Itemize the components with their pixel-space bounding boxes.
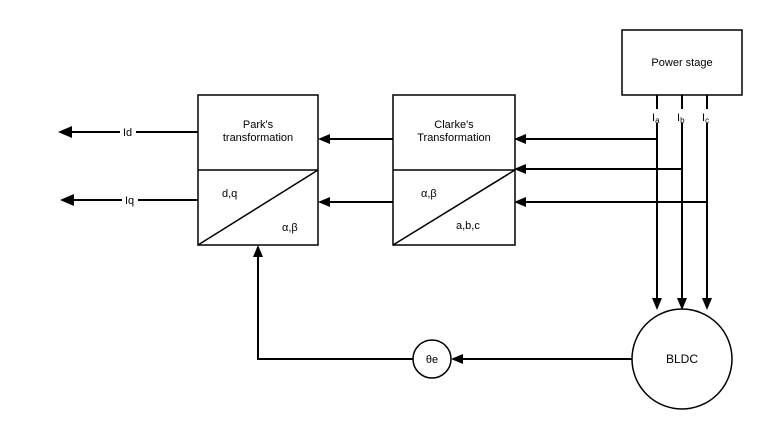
id-arrowhead [58,126,72,138]
beta-arrowhead [318,197,330,207]
bldc-to-theta-arrowhead [451,354,463,364]
theta-to-park-arrowhead [253,245,263,257]
ia-label: Ia [652,112,660,125]
clarke-block-diagonal [392,169,516,246]
ib-label-bg [675,109,689,123]
bldc-label: BLDC [666,352,698,366]
theta-feedback-wires [253,245,632,364]
id-label: Id [123,127,132,139]
ic-tap-arrowhead [514,197,526,207]
ic-label-bg [700,109,714,123]
clarke-to-park-wires [318,134,393,207]
park-block-diagonal [197,169,319,246]
power-stage-label: Power stage [651,57,712,69]
iq-label: Iq [125,195,134,207]
clarke-title-line1: Clarke's [434,119,474,131]
ic-label: Ic [702,112,709,125]
park-transformation-block: Park's transformation d,q α,β [197,94,319,246]
ic-arrowhead [702,298,712,310]
ia-tap-arrowhead [514,134,526,144]
ib-tap-arrowhead [514,164,526,174]
park-output-label: d,q [222,188,237,200]
id-label-bg [120,125,136,139]
theta-to-park-wire [257,257,413,360]
ib-label: Ib [677,112,685,125]
phase-current-wires: Ia Ib Ic [650,95,714,310]
clarke-output-label: α,β [421,188,437,200]
bldc-motor: BLDC [631,308,733,410]
power-stage-frame [621,29,743,96]
clarke-transformation-block: Clarke's Transformation α,β a,b,c [392,94,516,246]
park-title-line2: transformation [223,132,293,144]
clarke-input-wires [514,134,707,207]
theta-e-label: θe [426,354,438,366]
theta-e-node: θe [412,339,452,379]
clarke-input-label: a,b,c [456,220,480,232]
park-output-wires: Id Iq [58,125,198,207]
park-title-line1: Park's [243,119,274,131]
alpha-arrowhead [318,134,330,144]
ib-arrowhead [677,298,687,310]
iq-label-bg [122,193,138,207]
park-input-label: α,β [282,222,298,234]
ia-arrowhead [652,298,662,310]
power-stage-block: Power stage [621,29,743,96]
iq-arrowhead [60,194,74,206]
clarke-title-line2: Transformation [417,132,491,144]
ia-label-bg [650,109,664,123]
